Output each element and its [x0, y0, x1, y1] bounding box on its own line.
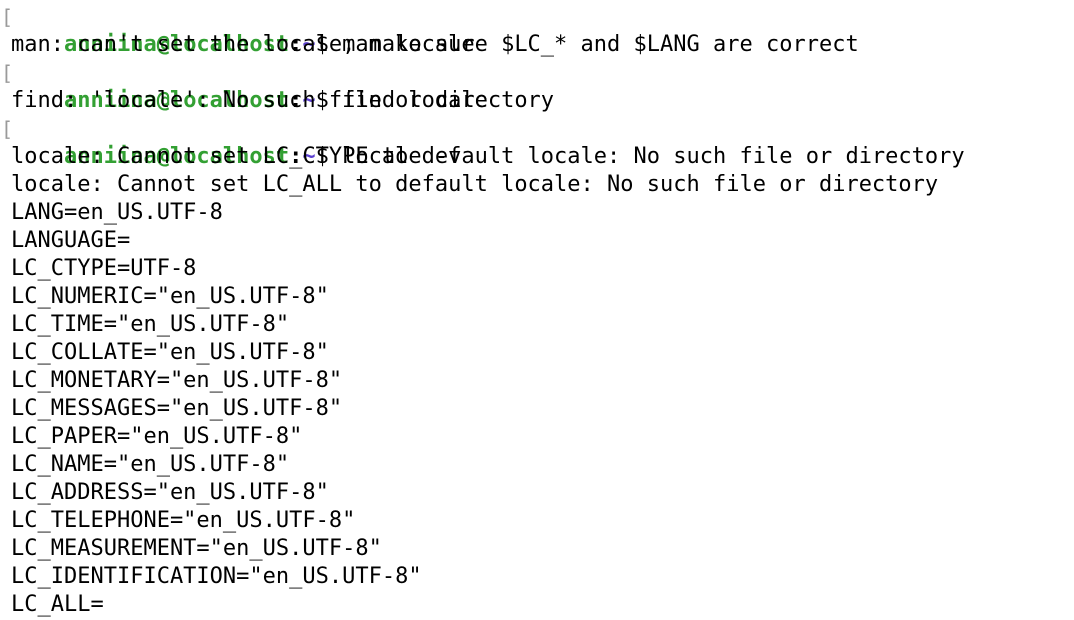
- output-line: locale: Cannot set LC_CTYPE to default l…: [11, 144, 965, 169]
- prompt-symbol: $: [315, 88, 343, 113]
- output-line: LC_MESSAGES="en_US.UTF-8": [11, 396, 343, 421]
- prompt-line: [ anniina@localhost:~$ find locale: [0, 59, 1074, 113]
- prompt-line: [ anniina@localhost:~$ locale -v: [0, 115, 1074, 169]
- output-line: LC_IDENTIFICATION="en_US.UTF-8": [11, 564, 422, 589]
- output-line: find: 'locale': No such file or director…: [11, 88, 555, 113]
- output-line: LC_NUMERIC="en_US.UTF-8": [11, 284, 329, 309]
- prompt-symbol: $: [315, 144, 343, 169]
- command-text: locale -v: [342, 144, 462, 169]
- prompt-separator: :: [289, 88, 303, 113]
- output-line: LC_NAME="en_US.UTF-8": [11, 452, 290, 477]
- output-line: LC_MEASUREMENT="en_US.UTF-8": [11, 536, 382, 561]
- prompt-symbol: $: [315, 32, 343, 57]
- prompt-user: anniina@localhost: [63, 88, 290, 113]
- command-text: man locale: [342, 32, 475, 57]
- prompt-directory: ~: [302, 32, 316, 57]
- prompt-mark: [: [1, 61, 14, 85]
- output-line: man: can't set the locale; make sure $LC…: [11, 32, 859, 57]
- output-line: LC_CTYPE=UTF-8: [11, 256, 197, 281]
- output-line: LC_MONETARY="en_US.UTF-8": [11, 368, 343, 393]
- output-line: LC_COLLATE="en_US.UTF-8": [11, 340, 329, 365]
- prompt-user: anniina@localhost: [63, 144, 290, 169]
- prompt-mark: [: [1, 5, 14, 29]
- prompt-user: anniina@localhost: [63, 32, 290, 57]
- prompt-mark: [: [1, 117, 14, 141]
- output-line: locale: Cannot set LC_ALL to default loc…: [11, 172, 939, 197]
- output-line: LC_TIME="en_US.UTF-8": [11, 312, 290, 337]
- command-text: find locale: [342, 88, 488, 113]
- output-line: LC_ADDRESS="en_US.UTF-8": [11, 480, 329, 505]
- output-line: LANG=en_US.UTF-8: [11, 200, 223, 225]
- prompt-line: [ anniina@localhost:~$ man locale: [0, 3, 1074, 57]
- output-line: LC_ALL=: [11, 592, 104, 617]
- prompt-directory: ~: [302, 88, 316, 113]
- prompt-separator: :: [289, 144, 303, 169]
- prompt-directory: ~: [302, 144, 316, 169]
- output-line: LC_PAPER="en_US.UTF-8": [11, 424, 303, 449]
- output-line: LC_TELEPHONE="en_US.UTF-8": [11, 508, 356, 533]
- output-line: LANGUAGE=: [11, 228, 131, 253]
- prompt-separator: :: [289, 32, 303, 57]
